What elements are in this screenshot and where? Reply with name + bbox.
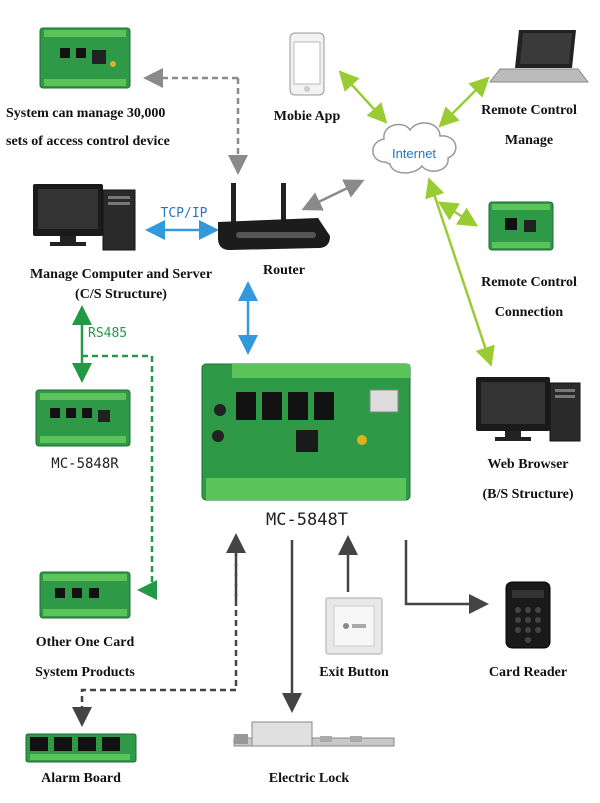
remote-control-manage-line1: Remote Control [481,103,577,118]
mc-5848t-board-image [201,363,411,501]
remote-control-connection-line1: Remote Control [481,275,577,290]
tcp-ip-label: TCP/IP [160,206,208,221]
remote-control-manage-line2: Manage [504,133,554,148]
small-controller-board-image [39,27,131,89]
mobile-phone-image [289,32,325,96]
web-browser-label: Web Browser (B/S Structure) [456,450,600,510]
manage-computer-line1: Manage Computer and Server [29,267,213,282]
mc-5848r-board-image [35,389,131,447]
internet-cloud [372,122,457,174]
system-capacity-line1: System can manage 30,000 [6,106,166,121]
alarm-board-label: Alarm Board [41,771,121,786]
manage-computer-label: Manage Computer and Server (C/S Structur… [4,262,238,308]
other-products-label: Other One Card System Products [14,628,156,688]
other-products-line1: Other One Card [35,635,135,650]
system-capacity-label: System can manage 30,000 sets of access … [6,100,216,156]
remote-control-connection-label: Remote Control Connection [462,268,596,328]
card-reader-image [505,581,551,649]
remote-control-manage-label: Remote Control Manage [462,96,596,156]
rs485-label: RS485 [88,326,128,341]
router-label: Router [263,263,305,278]
laptop-image [488,30,590,83]
web-browser-line1: Web Browser [487,457,569,472]
desktop-computer-image [33,184,136,251]
exit-button-label: Exit Button [319,665,389,680]
router-image [218,183,330,250]
card-reader-label: Card Reader [488,665,568,680]
electric-lock-label: Electric Lock [268,771,350,786]
mc-5848r-label: MC-5848R [51,456,119,472]
other-products-board-image [39,571,131,619]
alarm-board-image [25,733,137,763]
manage-computer-line2: (C/S Structure) [75,287,167,302]
mc-5848t-label: MC-5848T [266,510,348,530]
web-browser-computer-image [476,377,581,442]
internet-label: Internet [391,146,437,161]
other-products-line2: System Products [35,665,135,680]
remote-board-image [488,201,554,251]
system-capacity-line2: sets of access control device [6,134,170,149]
remote-control-connection-line2: Connection [494,305,564,320]
web-browser-line2: (B/S Structure) [482,487,574,502]
electric-lock-image [233,721,395,747]
exit-button-image [325,597,383,655]
mobile-app-label: Mobie App [273,109,341,124]
